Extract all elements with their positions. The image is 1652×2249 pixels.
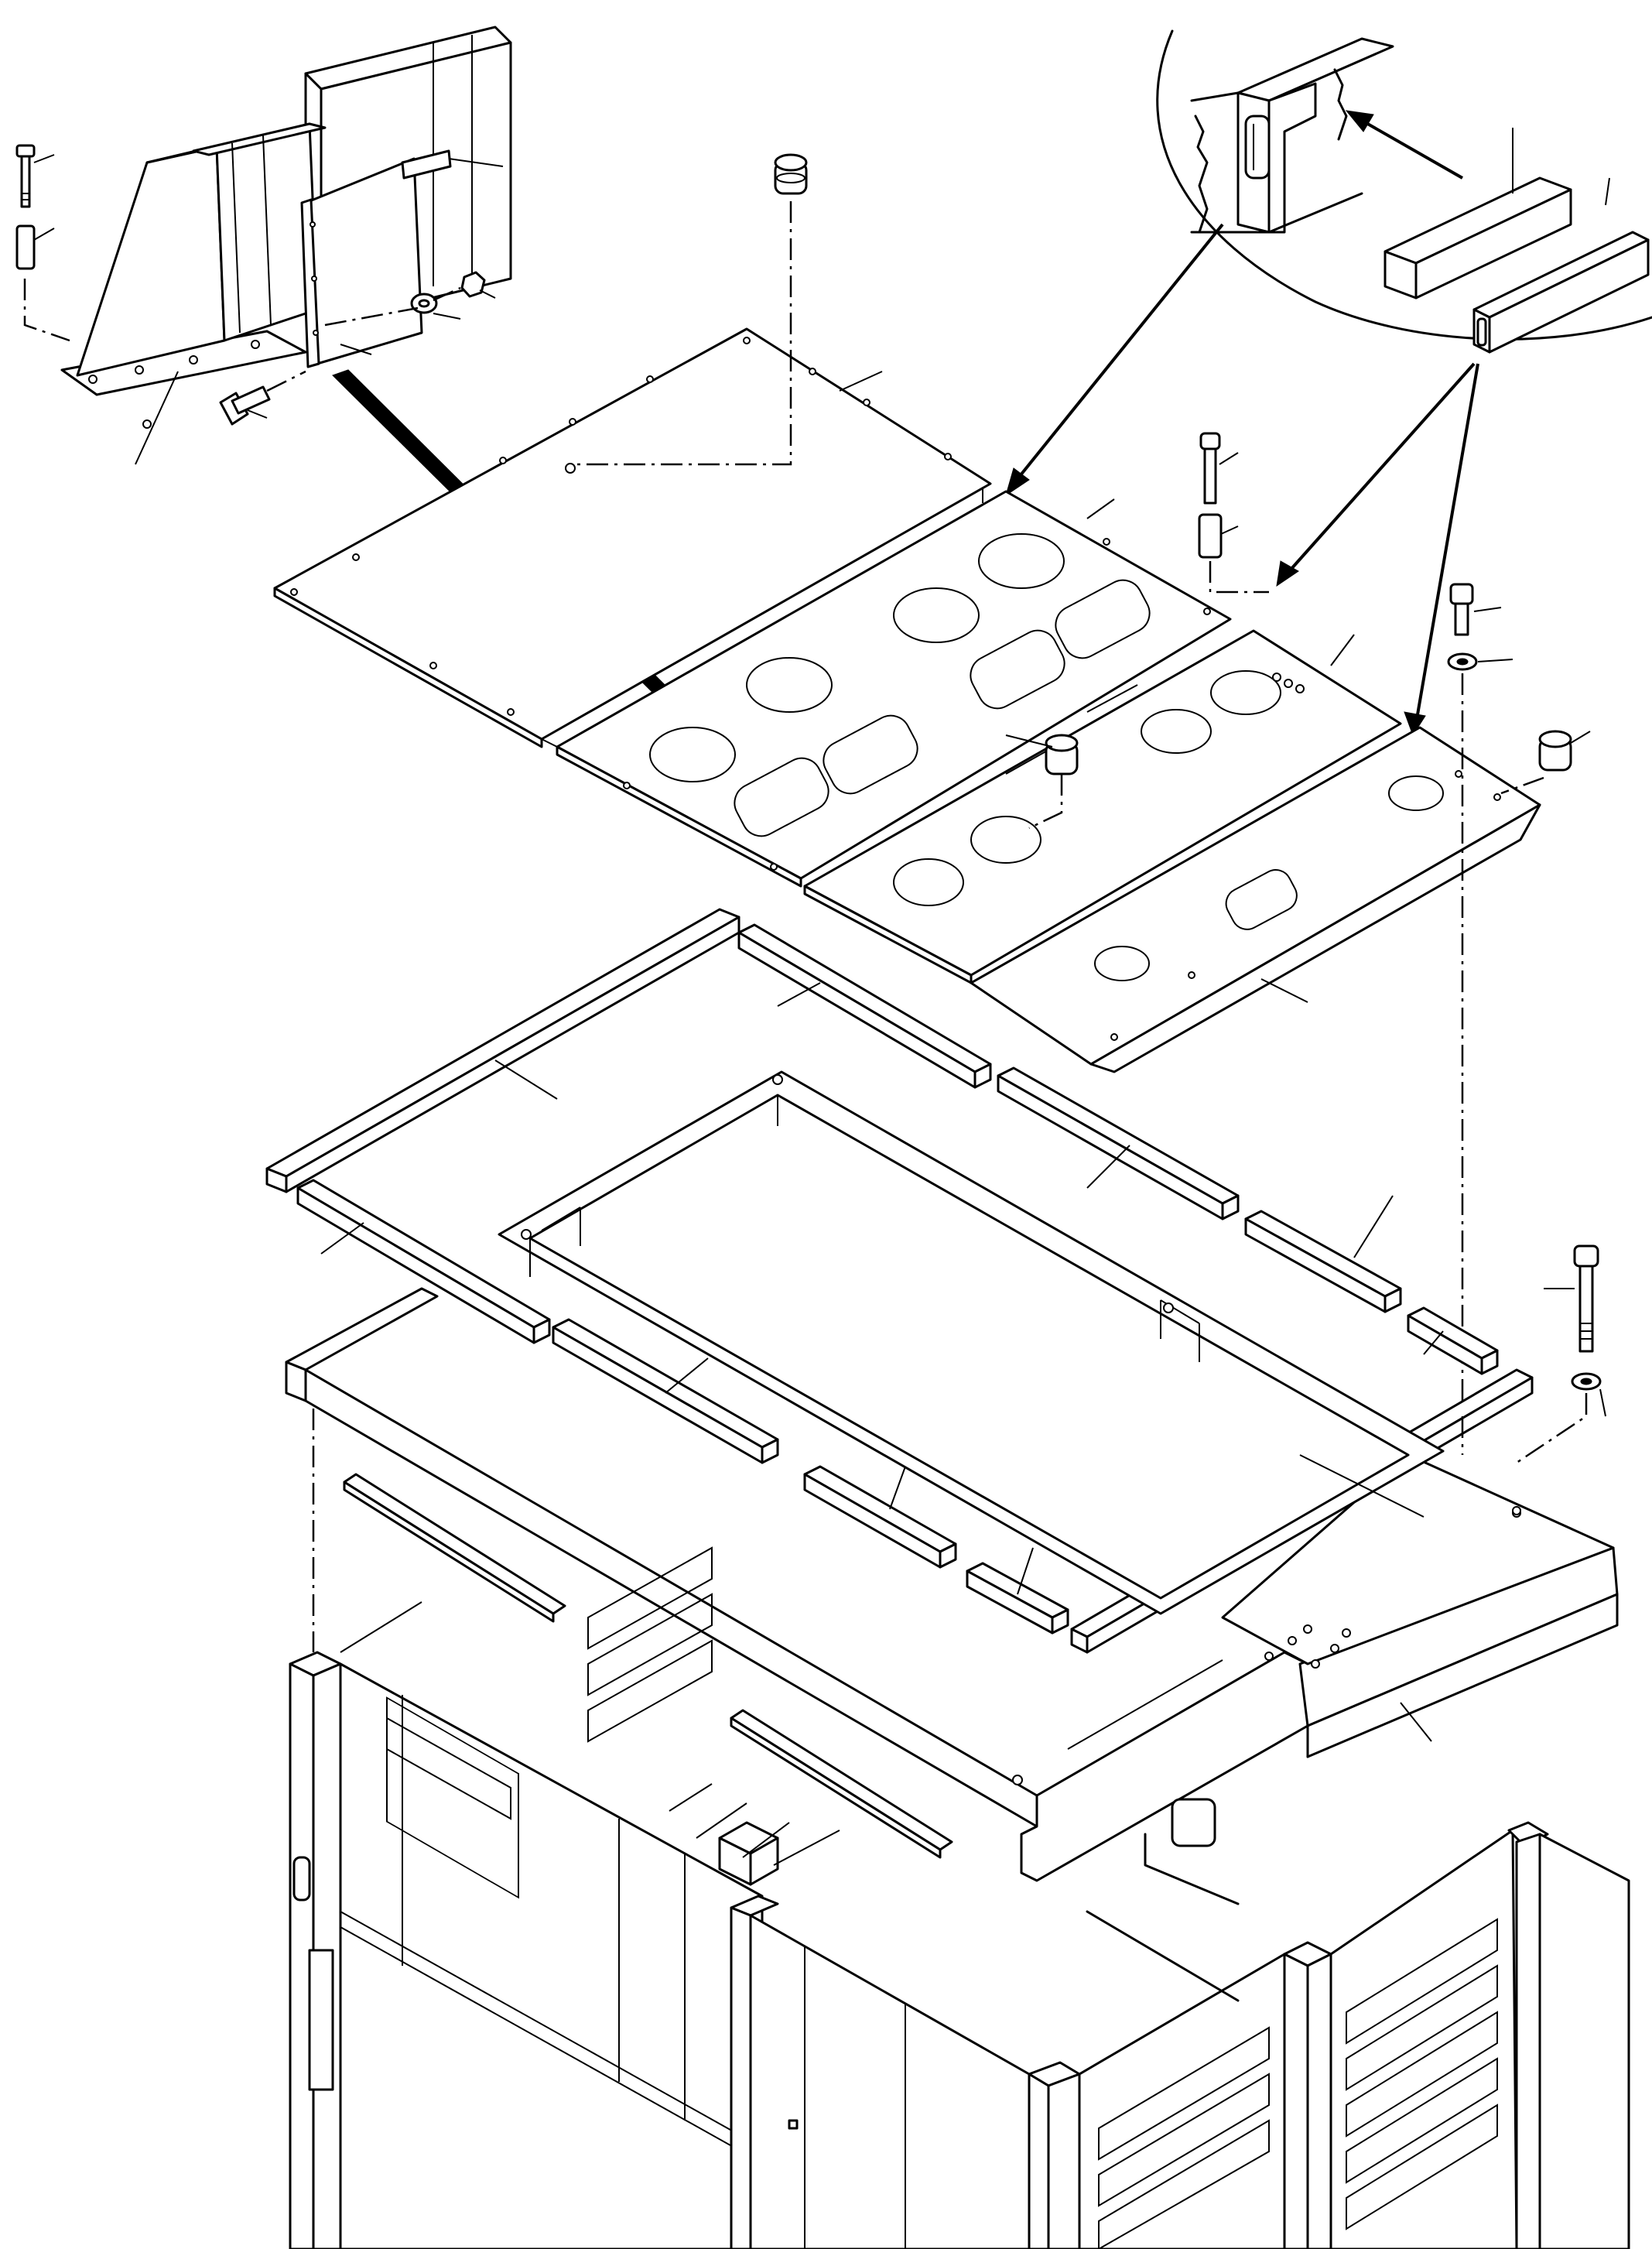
nut: [460, 271, 486, 298]
bolt: [15, 144, 36, 208]
gasket-strip: [552, 1318, 779, 1464]
washer: [410, 293, 438, 314]
roof-frame: [285, 1070, 1619, 1882]
gasket-detail: [1156, 29, 1652, 341]
gasket-strip: [1384, 128, 1572, 300]
washer: [1571, 1372, 1602, 1391]
detail-arrow: [1012, 223, 1224, 485]
cab-body: [289, 1409, 1630, 2249]
gasket-strip: [1407, 1306, 1499, 1375]
seal-strip: [1472, 177, 1650, 354]
bolt: [1449, 583, 1474, 636]
gasket-strip: [737, 923, 992, 1089]
grommet: [1045, 734, 1079, 775]
air-intake-duct: [60, 26, 512, 429]
gasket-strip: [343, 1473, 953, 1859]
grommet: [774, 153, 808, 195]
spacer: [1198, 513, 1223, 559]
gasket-strip: [803, 1465, 957, 1569]
roof-panel-end: [970, 726, 1541, 1073]
bolt: [1199, 432, 1221, 505]
bolt: [1573, 1244, 1599, 1353]
gasket-strip: [997, 1066, 1240, 1220]
roof-panel-left: [273, 327, 992, 748]
spacer: [15, 224, 36, 270]
grommet: [1538, 730, 1572, 772]
washer: [1447, 652, 1478, 671]
gasket-strip: [296, 1179, 551, 1344]
roof-panel-right: [803, 629, 1402, 984]
bolt: [219, 385, 271, 426]
gasket-strip: [966, 1547, 1069, 1635]
roof-panel-center: [556, 490, 1232, 888]
gasket-strip: [1244, 1195, 1402, 1313]
